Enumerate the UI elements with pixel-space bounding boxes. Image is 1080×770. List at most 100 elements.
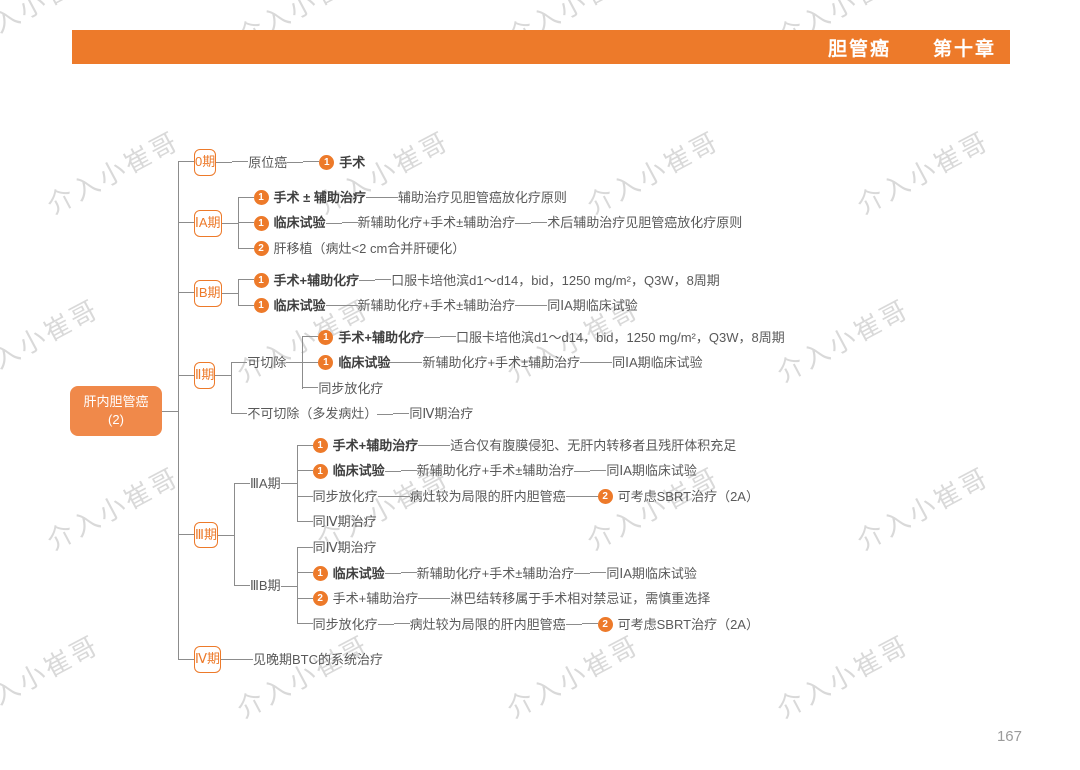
connector-line bbox=[515, 305, 532, 307]
tree-item: 同ⅠA期临床试验 bbox=[612, 350, 703, 376]
tree-item: 原位癌 bbox=[248, 150, 287, 176]
item-label: 新辅助化疗+手术±辅助治疗 bbox=[416, 463, 575, 479]
tree-item: 同步放化疗 bbox=[313, 612, 378, 638]
children-group: 术后辅助治疗见胆管癌放化疗原则 bbox=[531, 210, 742, 236]
tree-item: 同ⅠA期临床试验 bbox=[606, 458, 697, 484]
connector-line bbox=[377, 413, 394, 415]
connector-line bbox=[325, 305, 342, 307]
item-label: 新辅助化疗+手术±辅助治疗 bbox=[422, 355, 581, 371]
number-badge: 2 bbox=[312, 591, 328, 607]
item-label: 同步放化疗 bbox=[318, 380, 384, 396]
stage-node: ⅠB期 bbox=[194, 279, 222, 307]
item-label: 同ⅠA期临床试验 bbox=[547, 298, 638, 314]
tree-child: 淋巴结转移属于手术相对禁忌证，需慎重选择 bbox=[434, 586, 710, 612]
watermark-text: 介入小崔哥 bbox=[852, 461, 995, 557]
connector-line bbox=[377, 623, 394, 625]
connector-line bbox=[286, 362, 303, 364]
item-label: ⅢA期 bbox=[249, 476, 281, 492]
tree-child: 同ⅠA期临床试验 bbox=[590, 458, 697, 484]
connector-line bbox=[515, 222, 532, 224]
item-branch: 新辅助化疗+手术±辅助治疗同ⅠA期临床试验 bbox=[417, 561, 697, 587]
page-number: 167 bbox=[996, 728, 1022, 745]
item-branch: 新辅助化疗+手术±辅助治疗 同ⅠA期临床试验 bbox=[422, 350, 702, 376]
children-group: 同ⅠA期临床试验 bbox=[590, 561, 697, 587]
item-label: 口服卡培他滨d1～d14，bid，1250 mg/m²，Q3W，8周期 bbox=[391, 272, 720, 288]
connector-line bbox=[162, 410, 178, 412]
root-label-line2: (2) bbox=[108, 412, 124, 428]
item-label: 可考虑SBRT治疗（2A） bbox=[617, 616, 759, 632]
item-label: 临床试验 bbox=[338, 355, 391, 371]
tree-item: ⅢA期 bbox=[250, 471, 281, 497]
number-badge: 1 bbox=[312, 463, 328, 479]
children-group: 辅助治疗见胆管癌放化疗原则 bbox=[381, 185, 567, 211]
tree-item: 不可切除（多发病灶） bbox=[247, 401, 377, 427]
item-label: 同ⅠA期临床试验 bbox=[612, 355, 703, 371]
tree-child: 同步放化疗 bbox=[302, 375, 784, 402]
children-group: 淋巴结转移属于手术相对禁忌证，需慎重选择 bbox=[434, 586, 710, 612]
tree-child: 口服卡培他滨d1～d14，bid，1250 mg/m²，Q3W，8周期 bbox=[440, 325, 785, 351]
tree-item: 见晚期BTC的系统治疗 bbox=[253, 647, 383, 673]
connector-line bbox=[565, 496, 582, 498]
connector-line bbox=[574, 572, 591, 574]
stage-node: 0期 bbox=[194, 149, 217, 176]
tree-item: 同ⅠA期临床试验 bbox=[547, 293, 638, 319]
item-branch: 术后辅助治疗见胆管癌放化疗原则 bbox=[547, 210, 742, 236]
tree-item: 术后辅助治疗见胆管癌放化疗原则 bbox=[547, 210, 742, 236]
item-label: 手术 bbox=[339, 154, 366, 170]
item-label: 同Ⅳ期治疗 bbox=[312, 514, 377, 530]
item-label: 术后辅助治疗见胆管癌放化疗原则 bbox=[547, 215, 743, 231]
connector-line bbox=[424, 336, 441, 338]
stage-row: Ⅳ期见晚期BTC的系统治疗 bbox=[178, 640, 785, 679]
item-label: 新辅助化疗+手术±辅助治疗 bbox=[357, 298, 516, 314]
item-label: 手术+辅助化疗 bbox=[273, 272, 360, 288]
item-branch: 不可切除（多发病灶）同Ⅳ期治疗 bbox=[247, 401, 473, 427]
children-group: 新辅助化疗+手术±辅助治疗 同ⅠA期临床试验 bbox=[400, 458, 697, 484]
number-badge: 1 bbox=[312, 565, 328, 581]
tree-child: 同Ⅳ期治疗 bbox=[296, 509, 759, 535]
tree-item: ⅢB期 bbox=[250, 573, 281, 599]
connector-line bbox=[280, 585, 297, 587]
item-label: 手术 ± 辅助治疗 bbox=[273, 189, 366, 205]
chapter-header: 胆管癌 第十章 bbox=[72, 30, 1010, 64]
item-branch: 新辅助化疗+手术±辅助治疗术后辅助治疗见胆管癌放化疗原则 bbox=[358, 210, 743, 236]
item-branch: 口服卡培他滨d1～d14，bid，1250 mg/m²，Q3W，8周期 bbox=[456, 325, 785, 351]
stage-node: ⅠA期 bbox=[194, 209, 222, 237]
tree-item: 同步放化疗 bbox=[313, 484, 378, 510]
tree-item: 新辅助化疗+手术±辅助治疗 bbox=[422, 350, 580, 376]
tree-child: 术后辅助治疗见胆管癌放化疗原则 bbox=[531, 210, 742, 236]
